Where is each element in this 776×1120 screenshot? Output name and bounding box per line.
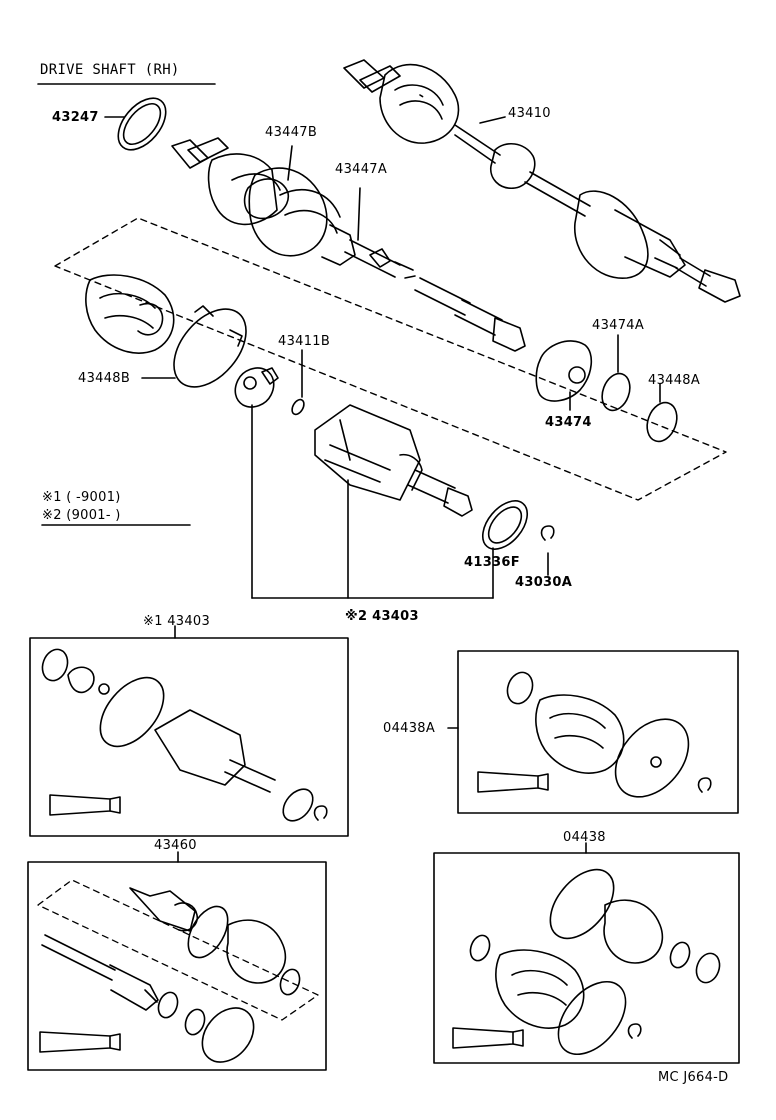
part-label-04438: 04438	[563, 830, 606, 845]
note-2: ※2 (9001- )	[42, 508, 121, 523]
diagram-title: DRIVE SHAFT (RH)	[40, 62, 180, 78]
part-label-43403-2: ※2 43403	[345, 609, 419, 624]
part-label-43474: 43474	[545, 415, 592, 430]
boot-43448B	[85, 274, 247, 388]
kit-box-04438	[433, 852, 740, 1064]
part-label-43403-1: ※1 43403	[143, 614, 211, 629]
part-label-43247: 43247	[52, 110, 99, 125]
spider-43411B	[234, 367, 305, 416]
part-label-04438A: 04438A	[383, 721, 436, 736]
part-label-43447B: 43447B	[265, 125, 318, 140]
part-label-43448B: 43448B	[78, 371, 131, 386]
kit-box-43460	[27, 861, 327, 1071]
ring-43247	[117, 97, 167, 151]
footer-code: MC J664-D	[658, 1070, 729, 1085]
part-label-43410: 43410	[508, 106, 551, 121]
part-label-43474A: 43474A	[592, 318, 645, 333]
joint-43403	[314, 404, 473, 517]
kit-box-04438A	[457, 650, 739, 814]
part-label-43447A: 43447A	[335, 162, 388, 177]
part-label-43030A: 43030A	[515, 575, 573, 590]
part-label-43448A: 43448A	[648, 373, 701, 388]
damper-43474	[535, 340, 593, 402]
kit-box-43403	[29, 637, 349, 837]
snapring-43030A	[540, 525, 555, 541]
kit-boundary	[54, 217, 727, 501]
shaft-assembly-43447	[171, 137, 526, 352]
clamp-43474A	[601, 372, 631, 412]
ring-41336F	[481, 500, 529, 550]
shaft-assembly-43410	[343, 59, 741, 303]
note-1: ※1 ( -9001)	[42, 490, 121, 505]
part-label-41336F: 41336F	[464, 555, 520, 570]
part-label-43460: 43460	[154, 838, 197, 853]
clamp-43448A	[646, 401, 678, 443]
part-label-43411B: 43411B	[278, 334, 331, 349]
